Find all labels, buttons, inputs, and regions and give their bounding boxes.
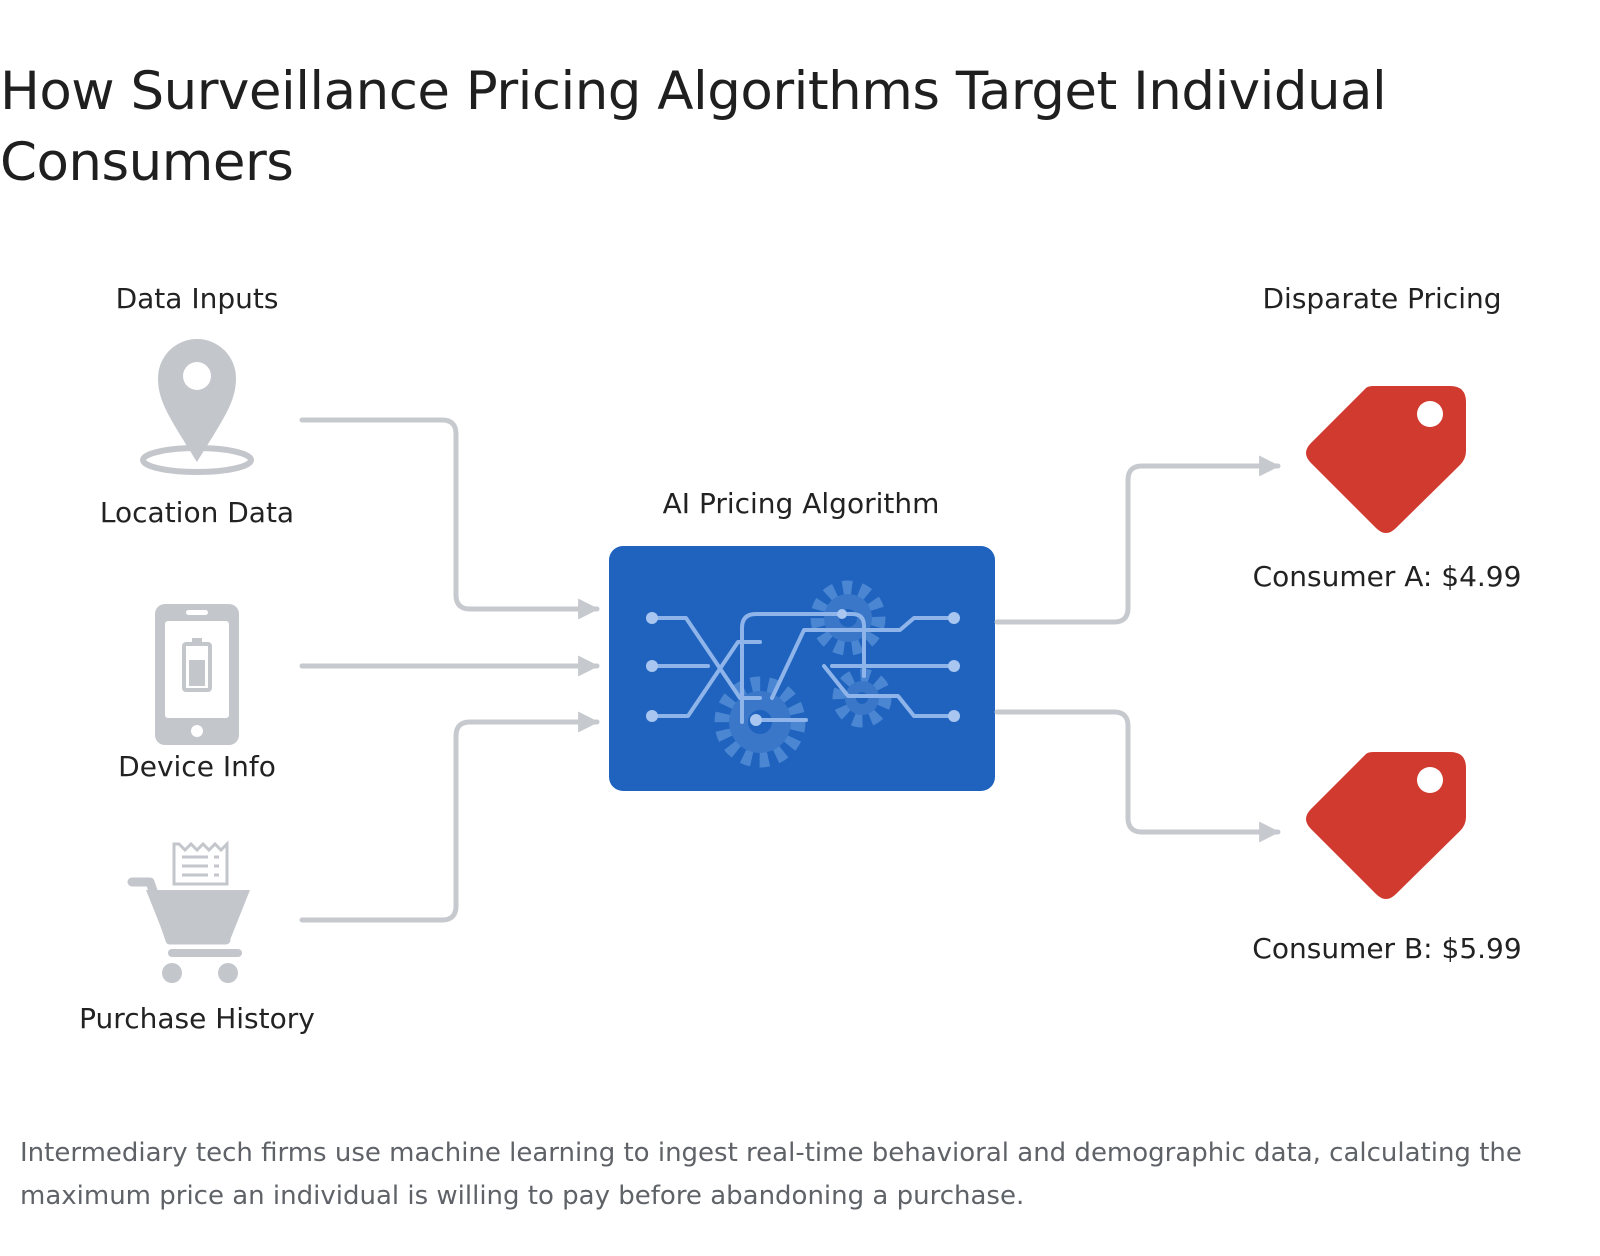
page-title: How Surveillance Pricing Algorithms Targ… bbox=[0, 61, 1387, 193]
outputs-heading: Disparate Pricing bbox=[1262, 282, 1501, 315]
output-label-consumer-a: Consumer A: $4.99 bbox=[1253, 560, 1522, 593]
shopping-cart-icon bbox=[127, 840, 250, 983]
price-tag-icon bbox=[1306, 386, 1466, 533]
connector-location bbox=[299, 417, 600, 620]
connector-purchase bbox=[299, 711, 600, 923]
price-tag-icon bbox=[1306, 752, 1466, 899]
input-label-device: Device Info bbox=[118, 750, 276, 783]
smartphone-icon bbox=[155, 604, 239, 745]
output-connectors bbox=[994, 455, 1281, 843]
input-label-purchase-history: Purchase History bbox=[79, 1002, 315, 1035]
input-connectors bbox=[299, 417, 600, 923]
connector-consumer-a bbox=[994, 455, 1281, 625]
connector-consumer-b bbox=[994, 709, 1281, 843]
ai-pricing-algorithm-box bbox=[609, 546, 995, 791]
diagram-caption: Intermediary tech firms use machine lear… bbox=[20, 1138, 1522, 1211]
inputs-heading: Data Inputs bbox=[116, 282, 279, 315]
location-pin-icon bbox=[140, 339, 254, 475]
pricing-flow-diagram: Data Inputs Disparate Pricing Location D… bbox=[79, 282, 1522, 1035]
processor-label: AI Pricing Algorithm bbox=[663, 487, 940, 520]
input-label-location: Location Data bbox=[100, 496, 294, 529]
circuit-gears-icon bbox=[646, 580, 960, 768]
output-label-consumer-b: Consumer B: $5.99 bbox=[1252, 932, 1521, 965]
